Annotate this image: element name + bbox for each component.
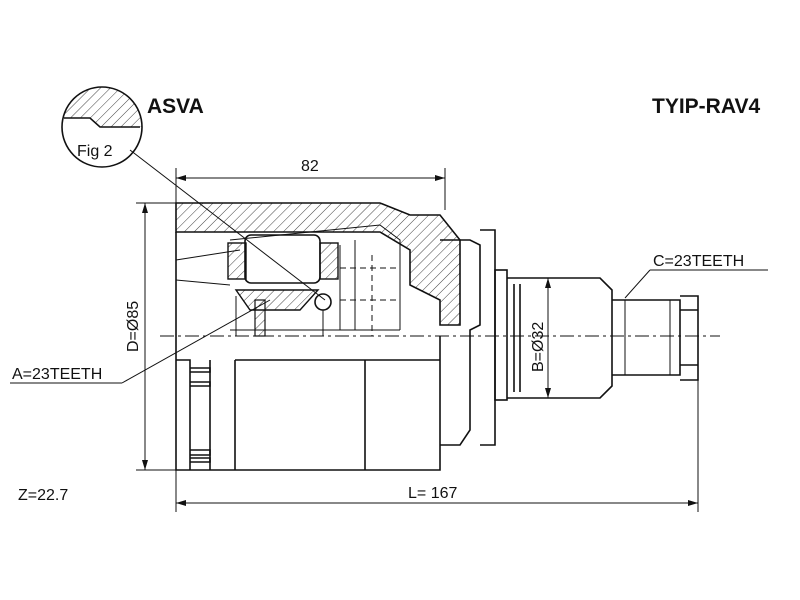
callout-c-teeth: C=23TEETH (624, 253, 768, 299)
c-teeth-label: C=23TEETH (653, 253, 744, 270)
dimension-82: 82 (175, 158, 446, 210)
ball-element (227, 234, 339, 337)
output-shaft (440, 229, 699, 446)
detail-fig2: Fig 2 (61, 86, 143, 168)
hidden-lines (340, 255, 400, 336)
z-label: Z=22.7 (18, 487, 68, 504)
dimension-l167: L= 167 (175, 380, 699, 512)
dim-d85-label: D=Ø85 (125, 301, 142, 352)
dim-82-label: 82 (301, 158, 319, 175)
fig2-label: Fig 2 (77, 143, 113, 160)
fig2-leader (129, 149, 326, 301)
dim-b32-label: B=Ø32 (530, 322, 547, 372)
dim-l167-label: L= 167 (408, 485, 457, 502)
brand-label: ASVA (147, 95, 204, 118)
dimension-b32: B=Ø32 (530, 278, 551, 398)
outer-housing (175, 336, 441, 471)
housing-section (175, 202, 461, 336)
a-teeth-label: A=23TEETH (12, 366, 102, 383)
part-number-label: TYIP-RAV4 (652, 95, 760, 118)
callout-a-teeth: A=23TEETH (10, 299, 271, 384)
dimension-d85: D=Ø85 (125, 202, 176, 471)
